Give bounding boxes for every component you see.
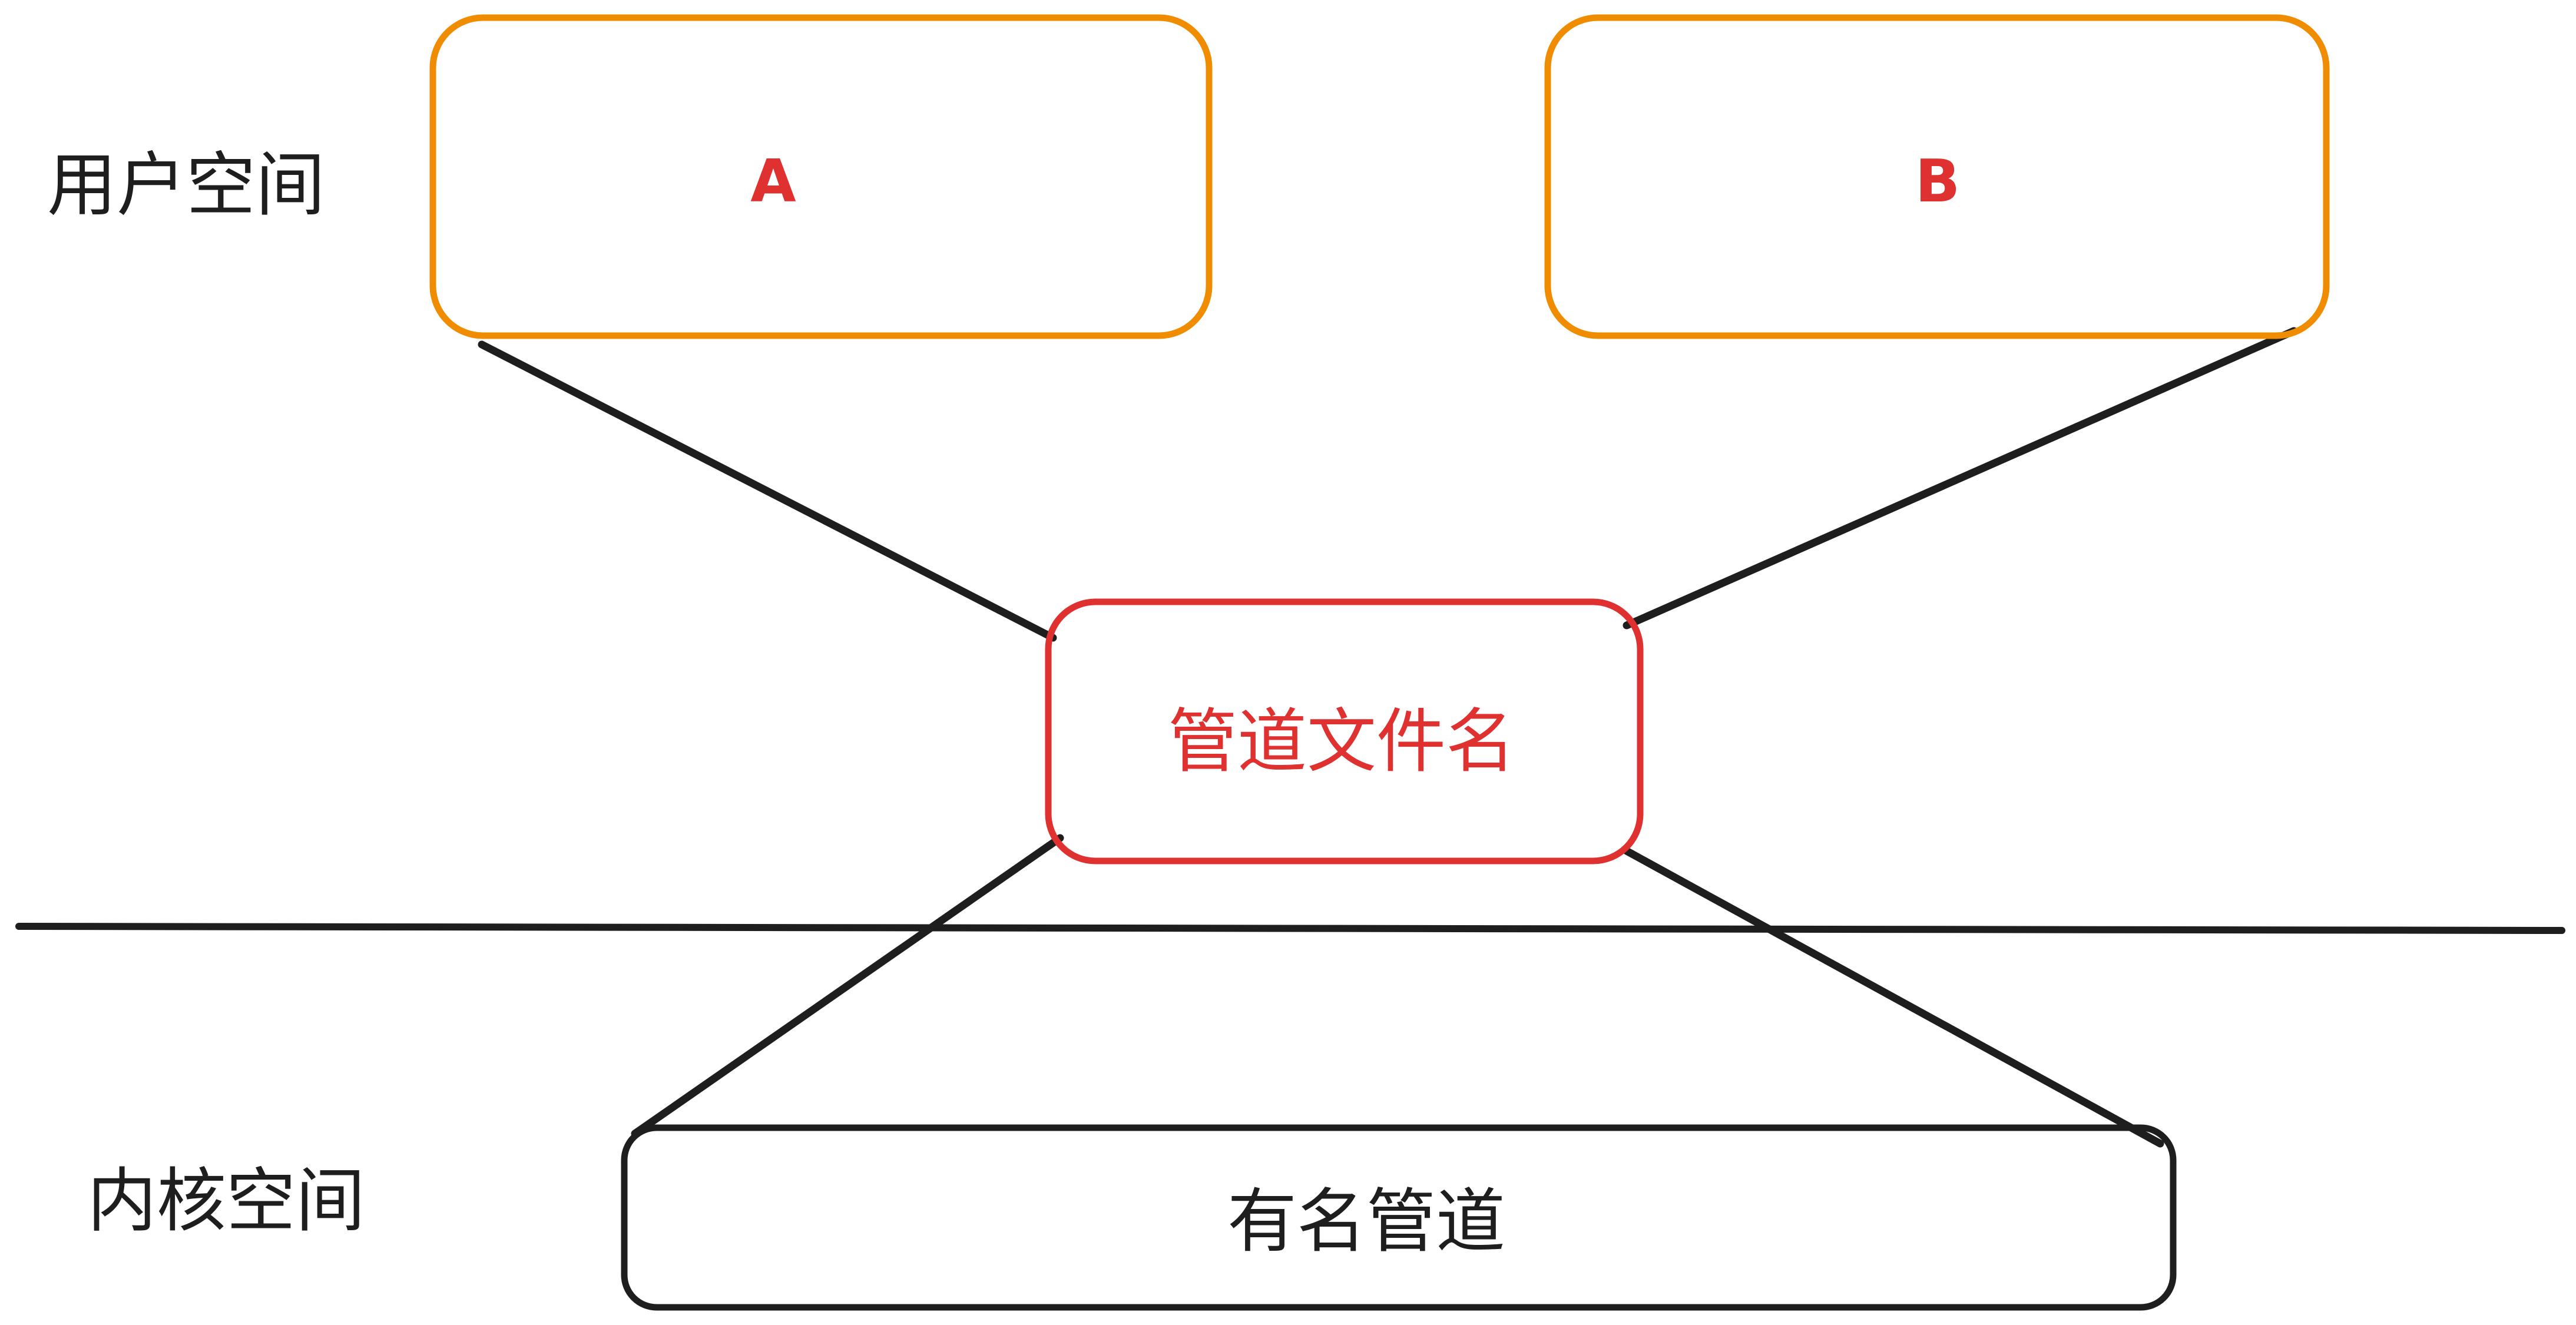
process-b-frame (1544, 14, 2330, 339)
process-a-label: A (750, 147, 796, 216)
pipe-file-frame (1045, 598, 1644, 864)
connectors (478, 327, 2298, 1148)
kernel-space-label: 内核空间 (87, 1160, 365, 1241)
process-b-label: B (1915, 147, 1960, 216)
named-pipe-box: 有名管道 (621, 1124, 2177, 1311)
connector-pipe-file-to-kernel-left (631, 834, 1064, 1138)
user-kernel-divider (15, 923, 2565, 934)
pipe-file-box: 管道文件名 (1045, 598, 1644, 864)
process-b-box: B (1544, 14, 2330, 339)
pipe-file-label: 管道文件名 (1168, 701, 1515, 782)
named-pipe-frame (621, 1124, 2177, 1311)
process-a-frame (429, 14, 1213, 339)
connector-pipe-file-to-kernel-right (1623, 847, 2164, 1148)
connector-a-to-pipe-file (478, 340, 1057, 642)
connector-b-to-pipe-file (1623, 327, 2298, 630)
named-pipe-label: 有名管道 (1227, 1181, 1505, 1262)
user-space-label: 用户空间 (47, 144, 325, 226)
process-a-box: A (429, 14, 1213, 339)
